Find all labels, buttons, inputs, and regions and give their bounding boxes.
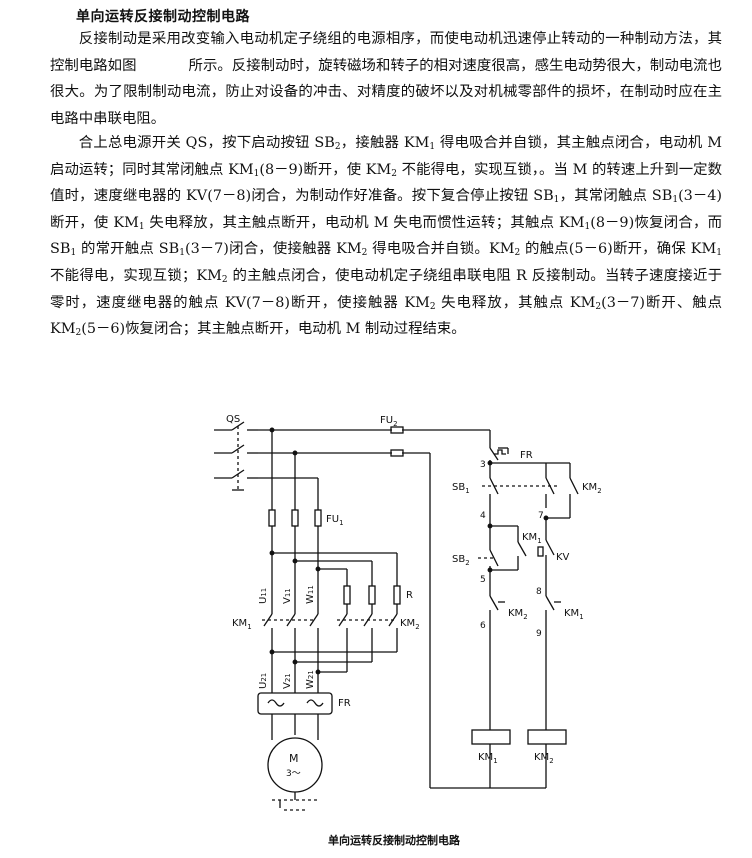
qs-switch <box>214 421 258 491</box>
label-qs: QS <box>226 414 240 425</box>
paragraph-intro: 反接制动是采用改变输入电动机定子绕组的电源相序，而使电动机迅速停止转动的一种制动… <box>50 26 722 132</box>
subscript: 1 <box>253 168 260 179</box>
subscript: 1 <box>70 248 77 259</box>
label-node-5: 5 <box>480 575 486 585</box>
op-text: 的触点(5－6)断开，确保 KM <box>520 241 717 258</box>
op-text: 失电释放，其主触点断开，电动机 M 失电而惯性运转；其触点 KM <box>144 214 585 231</box>
label-u21: U21 <box>258 673 269 689</box>
subscript: 2 <box>75 328 82 339</box>
subscript: 1 <box>138 221 145 232</box>
op-text: 合上总电源开关 QS，按下启动按钮 SB <box>78 135 335 151</box>
fu2-fuse-a <box>390 426 404 434</box>
fu2-fuse-b <box>390 449 404 457</box>
subscript: 1 <box>553 195 560 206</box>
resistor-r1 <box>343 585 351 605</box>
label-sb1: SB1 <box>452 482 470 495</box>
label-node-8: 8 <box>536 587 542 597</box>
label-r: R <box>406 590 413 601</box>
op-text: 的主触点闭合，使电动机定子绕组串联电阻 R 反接制动。当转子速度接近于零时，速度… <box>50 267 722 311</box>
label-km2-coil: KM2 <box>534 752 554 765</box>
label-motor-3: 3～ <box>286 769 301 779</box>
label-km2-main: KM2 <box>400 618 420 631</box>
subscript: 2 <box>361 248 368 259</box>
subscript: 2 <box>429 301 436 312</box>
label-w11: W11 <box>305 585 316 604</box>
op-text: 得电吸合并自锁。KM <box>367 241 515 258</box>
label-node-7: 7 <box>538 511 544 521</box>
subscript: 2 <box>221 274 228 285</box>
label-fr-ctrl: FR <box>520 450 533 461</box>
op-text: 的常开触点 SB <box>76 241 180 258</box>
label-km2-lock: KM2 <box>582 482 602 495</box>
op-text: ，其常闭触点 SB <box>559 188 673 205</box>
label-kv: KV <box>556 552 570 563</box>
fu1-fuse-v <box>291 509 299 527</box>
subscript: 2 <box>595 301 602 312</box>
label-node-4: 4 <box>480 511 486 521</box>
label-fu1: FU1 <box>326 514 344 527</box>
label-km1-interlock: KM1 <box>564 608 584 621</box>
label-km1-coil: KM1 <box>478 752 498 765</box>
label-node-9: 9 <box>536 629 542 639</box>
km1-main-contacts <box>262 613 319 672</box>
label-node-3: 3 <box>480 460 486 470</box>
subscript: 1 <box>672 195 679 206</box>
km2-coil <box>527 729 567 745</box>
op-text: ，接触器 KM <box>340 135 430 151</box>
subscript: 2 <box>514 248 521 259</box>
figure-caption: 单向运转反接制动控制电路 <box>328 834 460 847</box>
label-km1-main: KM1 <box>232 618 252 631</box>
page-title: 单向运转反接制动控制电路 <box>76 9 250 25</box>
op-text: (3－7)闭合，使接触器 KM <box>184 241 362 258</box>
op-text: (8－9)恢复闭合，而 SB <box>50 214 722 258</box>
label-km2-interlock: KM2 <box>508 608 528 621</box>
label-sb2: SB2 <box>452 554 470 567</box>
op-text: 得电吸合并自锁，其主触点闭合，电动机 M 启动运转；同时其常闭触点 KM <box>50 135 722 178</box>
label-km1-lock: KM1 <box>522 532 542 545</box>
label-v11: V11 <box>282 588 293 604</box>
label-node-6: 6 <box>480 621 486 631</box>
subscript: 1 <box>179 248 185 259</box>
subscript: 2 <box>334 142 341 152</box>
fr-thermal-relay <box>257 692 333 715</box>
subscript: 1 <box>584 221 591 232</box>
label-fr-main: FR <box>338 698 351 709</box>
fu1-fuse-u <box>268 509 276 527</box>
op-text: (5－6)恢复闭合；其主触点断开，电动机 M 制动过程结束。 <box>81 321 466 338</box>
resistor-r3 <box>393 585 401 605</box>
label-u11: U11 <box>258 588 269 604</box>
intro-text-b: 所示。反接制动时，旋转磁场和转子的相对速度很高，感生电动势很大，制动电流也很大。… <box>50 57 722 127</box>
km1-coil <box>471 729 511 745</box>
motor <box>267 737 323 793</box>
op-text: (8－9)断开，使 KM <box>259 161 392 178</box>
intro-text-a: 反接制动是采用改变输入电动机定子绕组的电源相序，而使电动机迅速停止转动的一种制动… <box>50 31 722 74</box>
subscript: 1 <box>716 248 722 259</box>
label-v21: V21 <box>282 673 293 689</box>
label-w21: W21 <box>305 670 316 689</box>
op-text: (3－4)断开，使 KM <box>50 188 722 231</box>
op-text: 不能得电，实现互锁；KM <box>50 267 222 284</box>
paragraph-operation: 合上总电源开关 QS，按下启动按钮 SB2，接触器 KM1 得电吸合并自锁，其主… <box>50 130 722 343</box>
op-text: 不能得电，实现互锁，。当 M 的转速上升到一定数值时，速度继电器的 KV(7－8… <box>50 161 722 205</box>
fu1-fuse-w <box>314 509 322 527</box>
label-motor-m: M <box>289 752 299 765</box>
resistor-r2 <box>368 585 376 605</box>
subscript: 1 <box>429 142 436 152</box>
km2-main-contacts <box>337 613 398 652</box>
subscript: 2 <box>391 168 398 179</box>
op-text: 失电释放，其触点 KM <box>435 294 596 311</box>
label-fu2: FU2 <box>380 415 398 428</box>
op-text: (3－7)断开、触点 KM <box>50 294 722 338</box>
